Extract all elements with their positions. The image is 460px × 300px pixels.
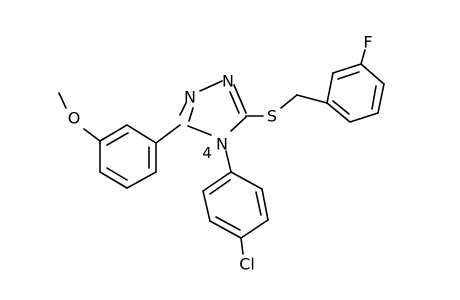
bond-cp-3-inner [215,216,241,231]
atom-s: S [267,107,277,126]
bond-mp-4-inner [106,167,128,181]
bond-cp-3 [209,220,242,239]
bond-cp-2 [202,190,211,222]
bond-c5-n1-inner [188,107,194,122]
bond-cp-6 [230,171,263,190]
bond-mp-4 [99,171,128,189]
bond-n4-c5 [187,125,212,136]
bond-ch2-ring [296,94,328,104]
bond-cp-1 [202,171,232,192]
bond-n2-c3 [233,84,247,114]
atom-n2: N [222,72,234,91]
bond-n4-ring [225,150,232,173]
bond-fb-6-inner [332,100,350,115]
chlorophenyl-group [202,150,269,255]
bond-fb-6 [326,102,351,123]
bond-mp-5 [126,171,157,189]
bond-mp-2 [99,124,128,142]
fluorobenzyl-group [245,49,385,123]
bond-ring-o [83,128,101,142]
triazole-ring [179,80,247,136]
atom-n4-locant: 4 [202,144,212,162]
bond-fb-1 [326,72,334,104]
atom-o: O [68,109,81,128]
atom-n1: N [184,88,196,107]
atom-f: F [363,33,372,52]
bond-fb-4 [377,83,385,114]
atom-cl: Cl [239,255,255,274]
bond-s-ch2 [280,94,298,109]
bond-c-f [360,49,366,65]
bond-fb-2 [332,63,362,74]
bond-fb-4-inner [371,85,377,110]
bond-fb-5 [349,112,379,123]
atom-labels: N N N 4 S F O Cl [68,33,373,274]
bond-cp-5 [261,188,269,221]
bond-mp-1 [126,124,157,144]
bond-cp-4 [240,219,269,239]
bond-c3-n4 [230,116,247,132]
methoxyphenyl-group [58,92,181,189]
bond-c5-n1 [179,102,187,116]
bond-cp-1-inner [209,179,231,195]
bond-mp-2-inner [106,132,129,146]
bond-c5-ring [155,124,181,144]
bond-cp-5-inner [255,191,262,216]
atom-n4: N [216,135,228,154]
bond-fb-2-inner [337,71,360,80]
bond-fb-3 [360,63,385,85]
bond-o-me [58,92,67,109]
bond-c-cl [240,237,244,255]
bond-n1-n2 [199,80,223,92]
bond-n2-c3-inner [229,91,240,114]
